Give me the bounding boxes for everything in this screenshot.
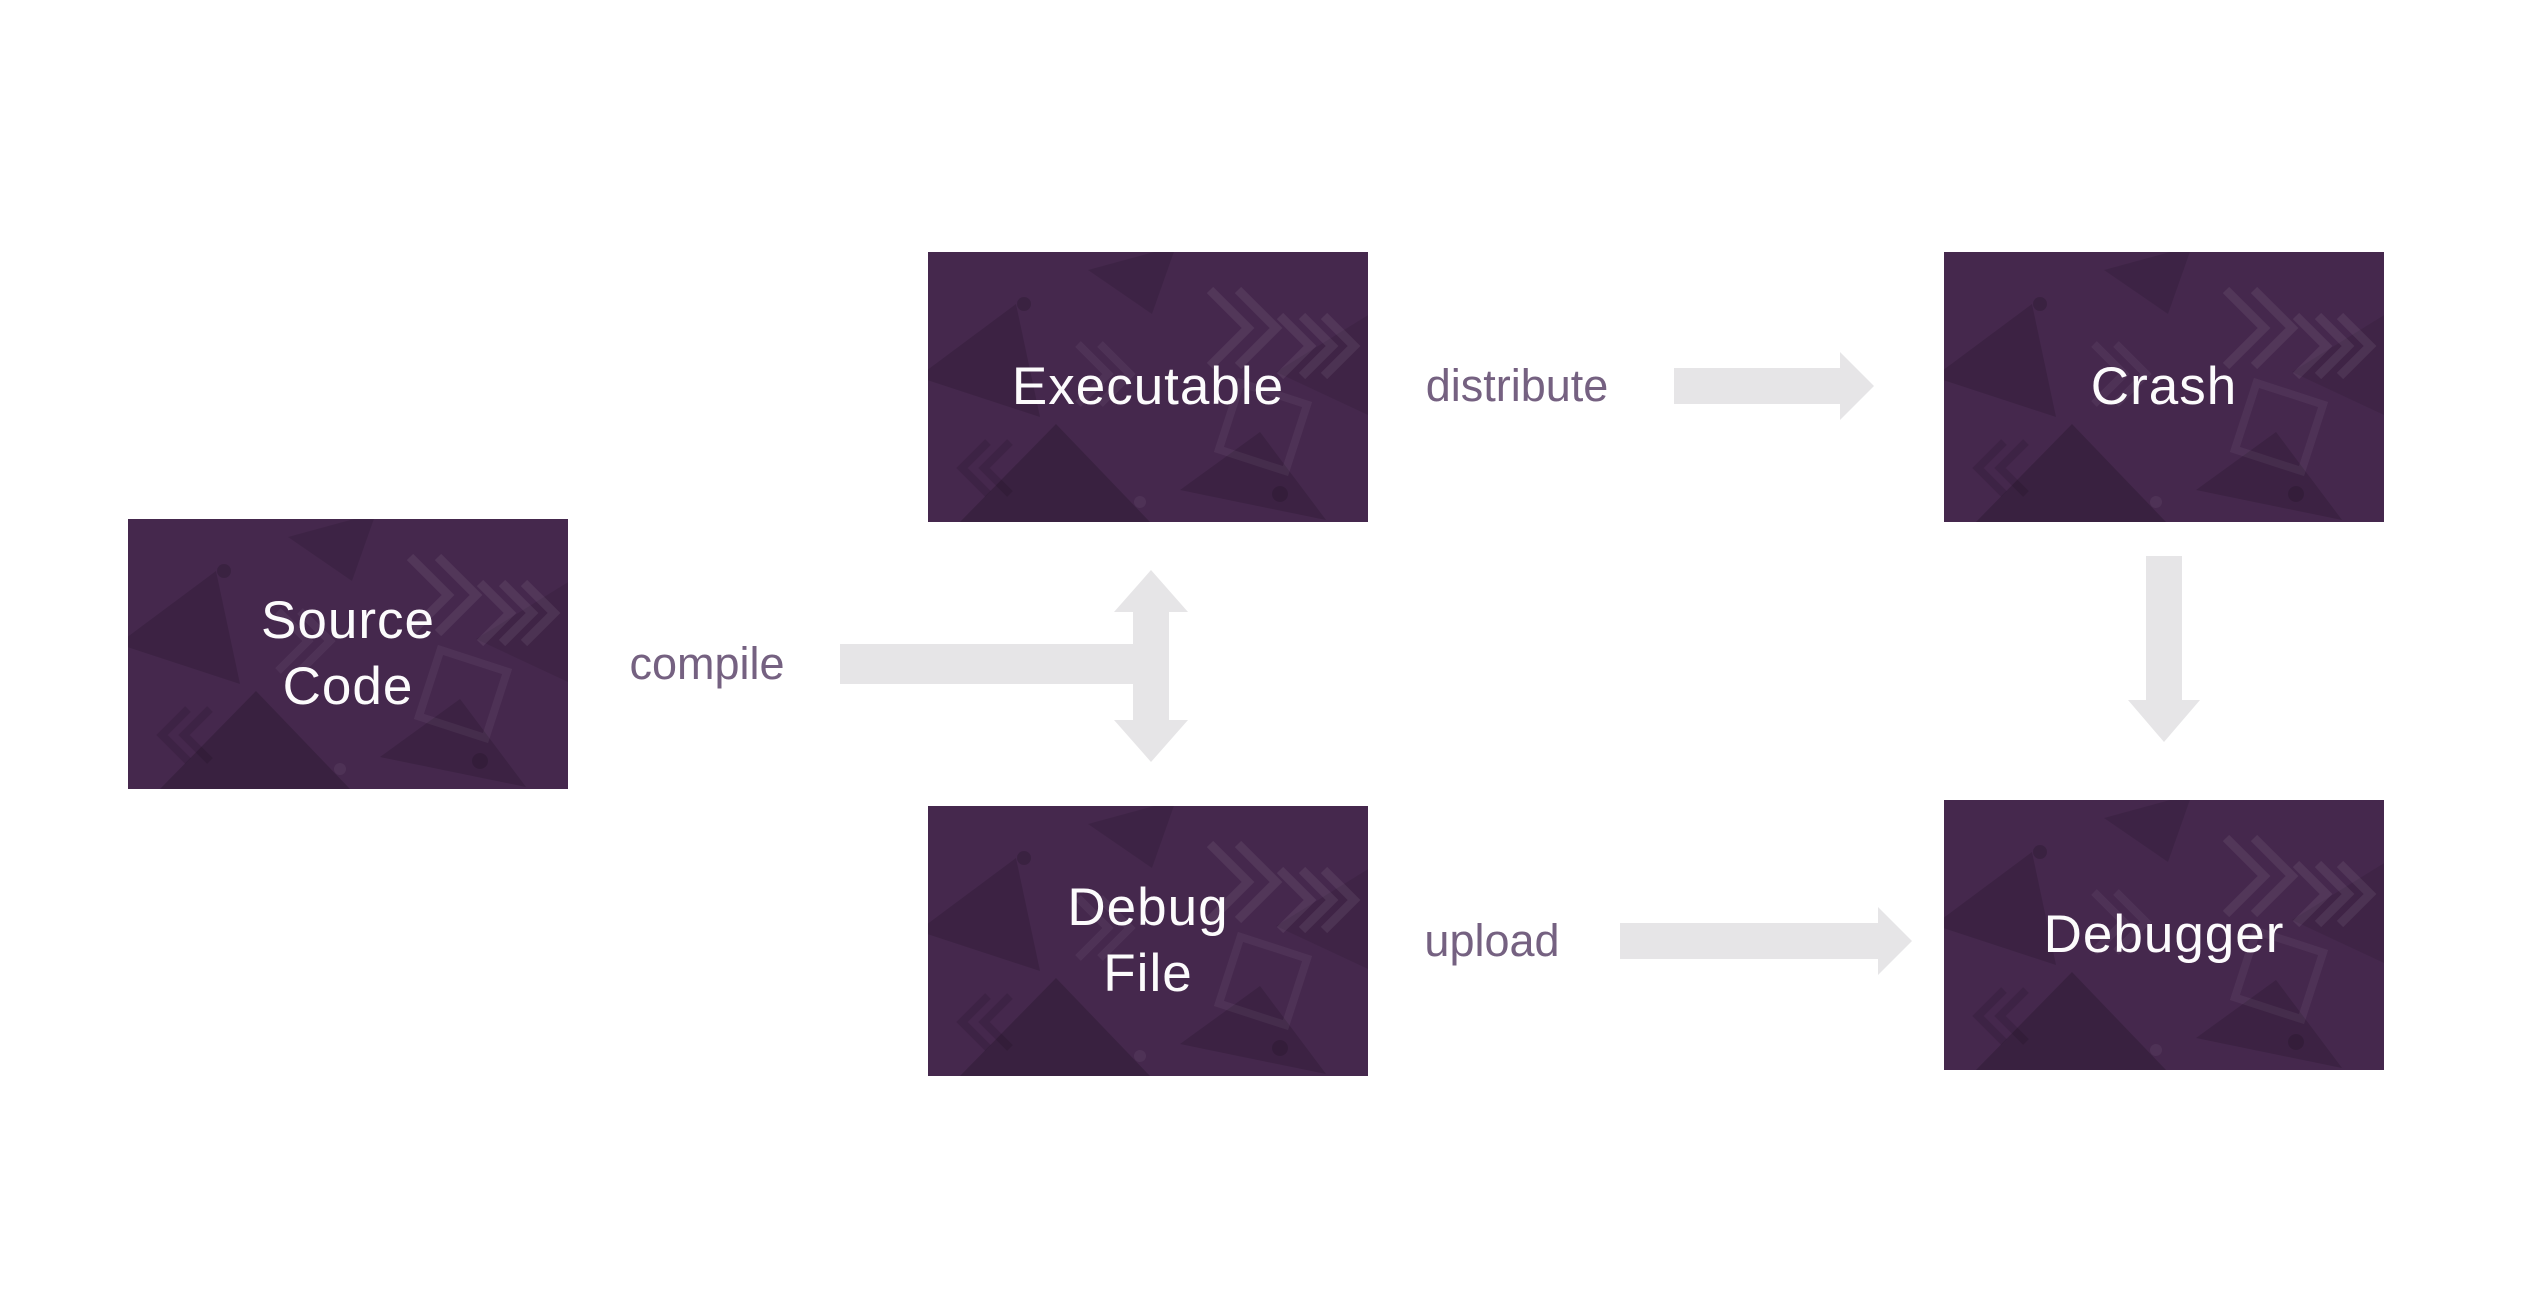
node-source-code: Source Code — [128, 519, 568, 789]
crash-to-debugger-arrow — [2128, 556, 2200, 742]
node-label: Debugger — [2043, 905, 2285, 964]
compile-arrow — [840, 570, 1188, 762]
node-background-pattern — [928, 806, 1368, 1076]
edge-label-distribute: distribute — [1425, 360, 1609, 411]
node-label: Executable — [1011, 357, 1285, 416]
edge-label-upload: upload — [1424, 915, 1560, 966]
node-label: Crash — [2090, 357, 2238, 416]
edge-label-compile: compile — [629, 638, 785, 689]
node-crash: Crash — [1944, 252, 2384, 522]
node-debugger: Debugger — [1944, 800, 2384, 1070]
node-background-pattern — [1944, 252, 2384, 522]
node-background-pattern — [128, 519, 568, 789]
node-label: Source Code — [261, 591, 435, 716]
node-label: Debug File — [1067, 878, 1229, 1003]
node-executable: Executable — [928, 252, 1368, 522]
node-debug-file: Debug File — [928, 806, 1368, 1076]
node-background-pattern — [928, 252, 1368, 522]
upload-arrow — [1620, 907, 1912, 975]
node-background-pattern — [1944, 800, 2384, 1070]
distribute-arrow — [1674, 352, 1874, 420]
